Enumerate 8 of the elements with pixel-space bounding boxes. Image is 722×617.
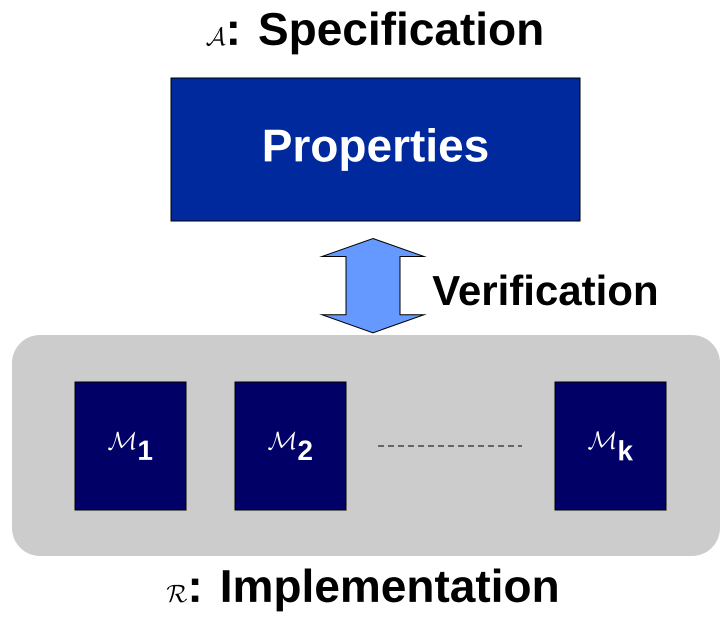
heading: $\mathcal{A}\textbf{: Specification}$ [206,12,542,54]
double-arrow [319,238,427,334]
component-box: $\mathcal{M}_{\textbf{k}}$ [554,381,666,510]
component-box: $\mathcal{M}_{\textbf{1}}$ [74,381,186,510]
heading: $\mathcal{R}\textbf{: Implementation}$ [166,568,557,612]
edge-label: Verification [431,274,660,306]
component-box: $\mathcal{M}_{\textbf{2}}$ [234,381,346,510]
process-box: Properties [170,77,580,222]
